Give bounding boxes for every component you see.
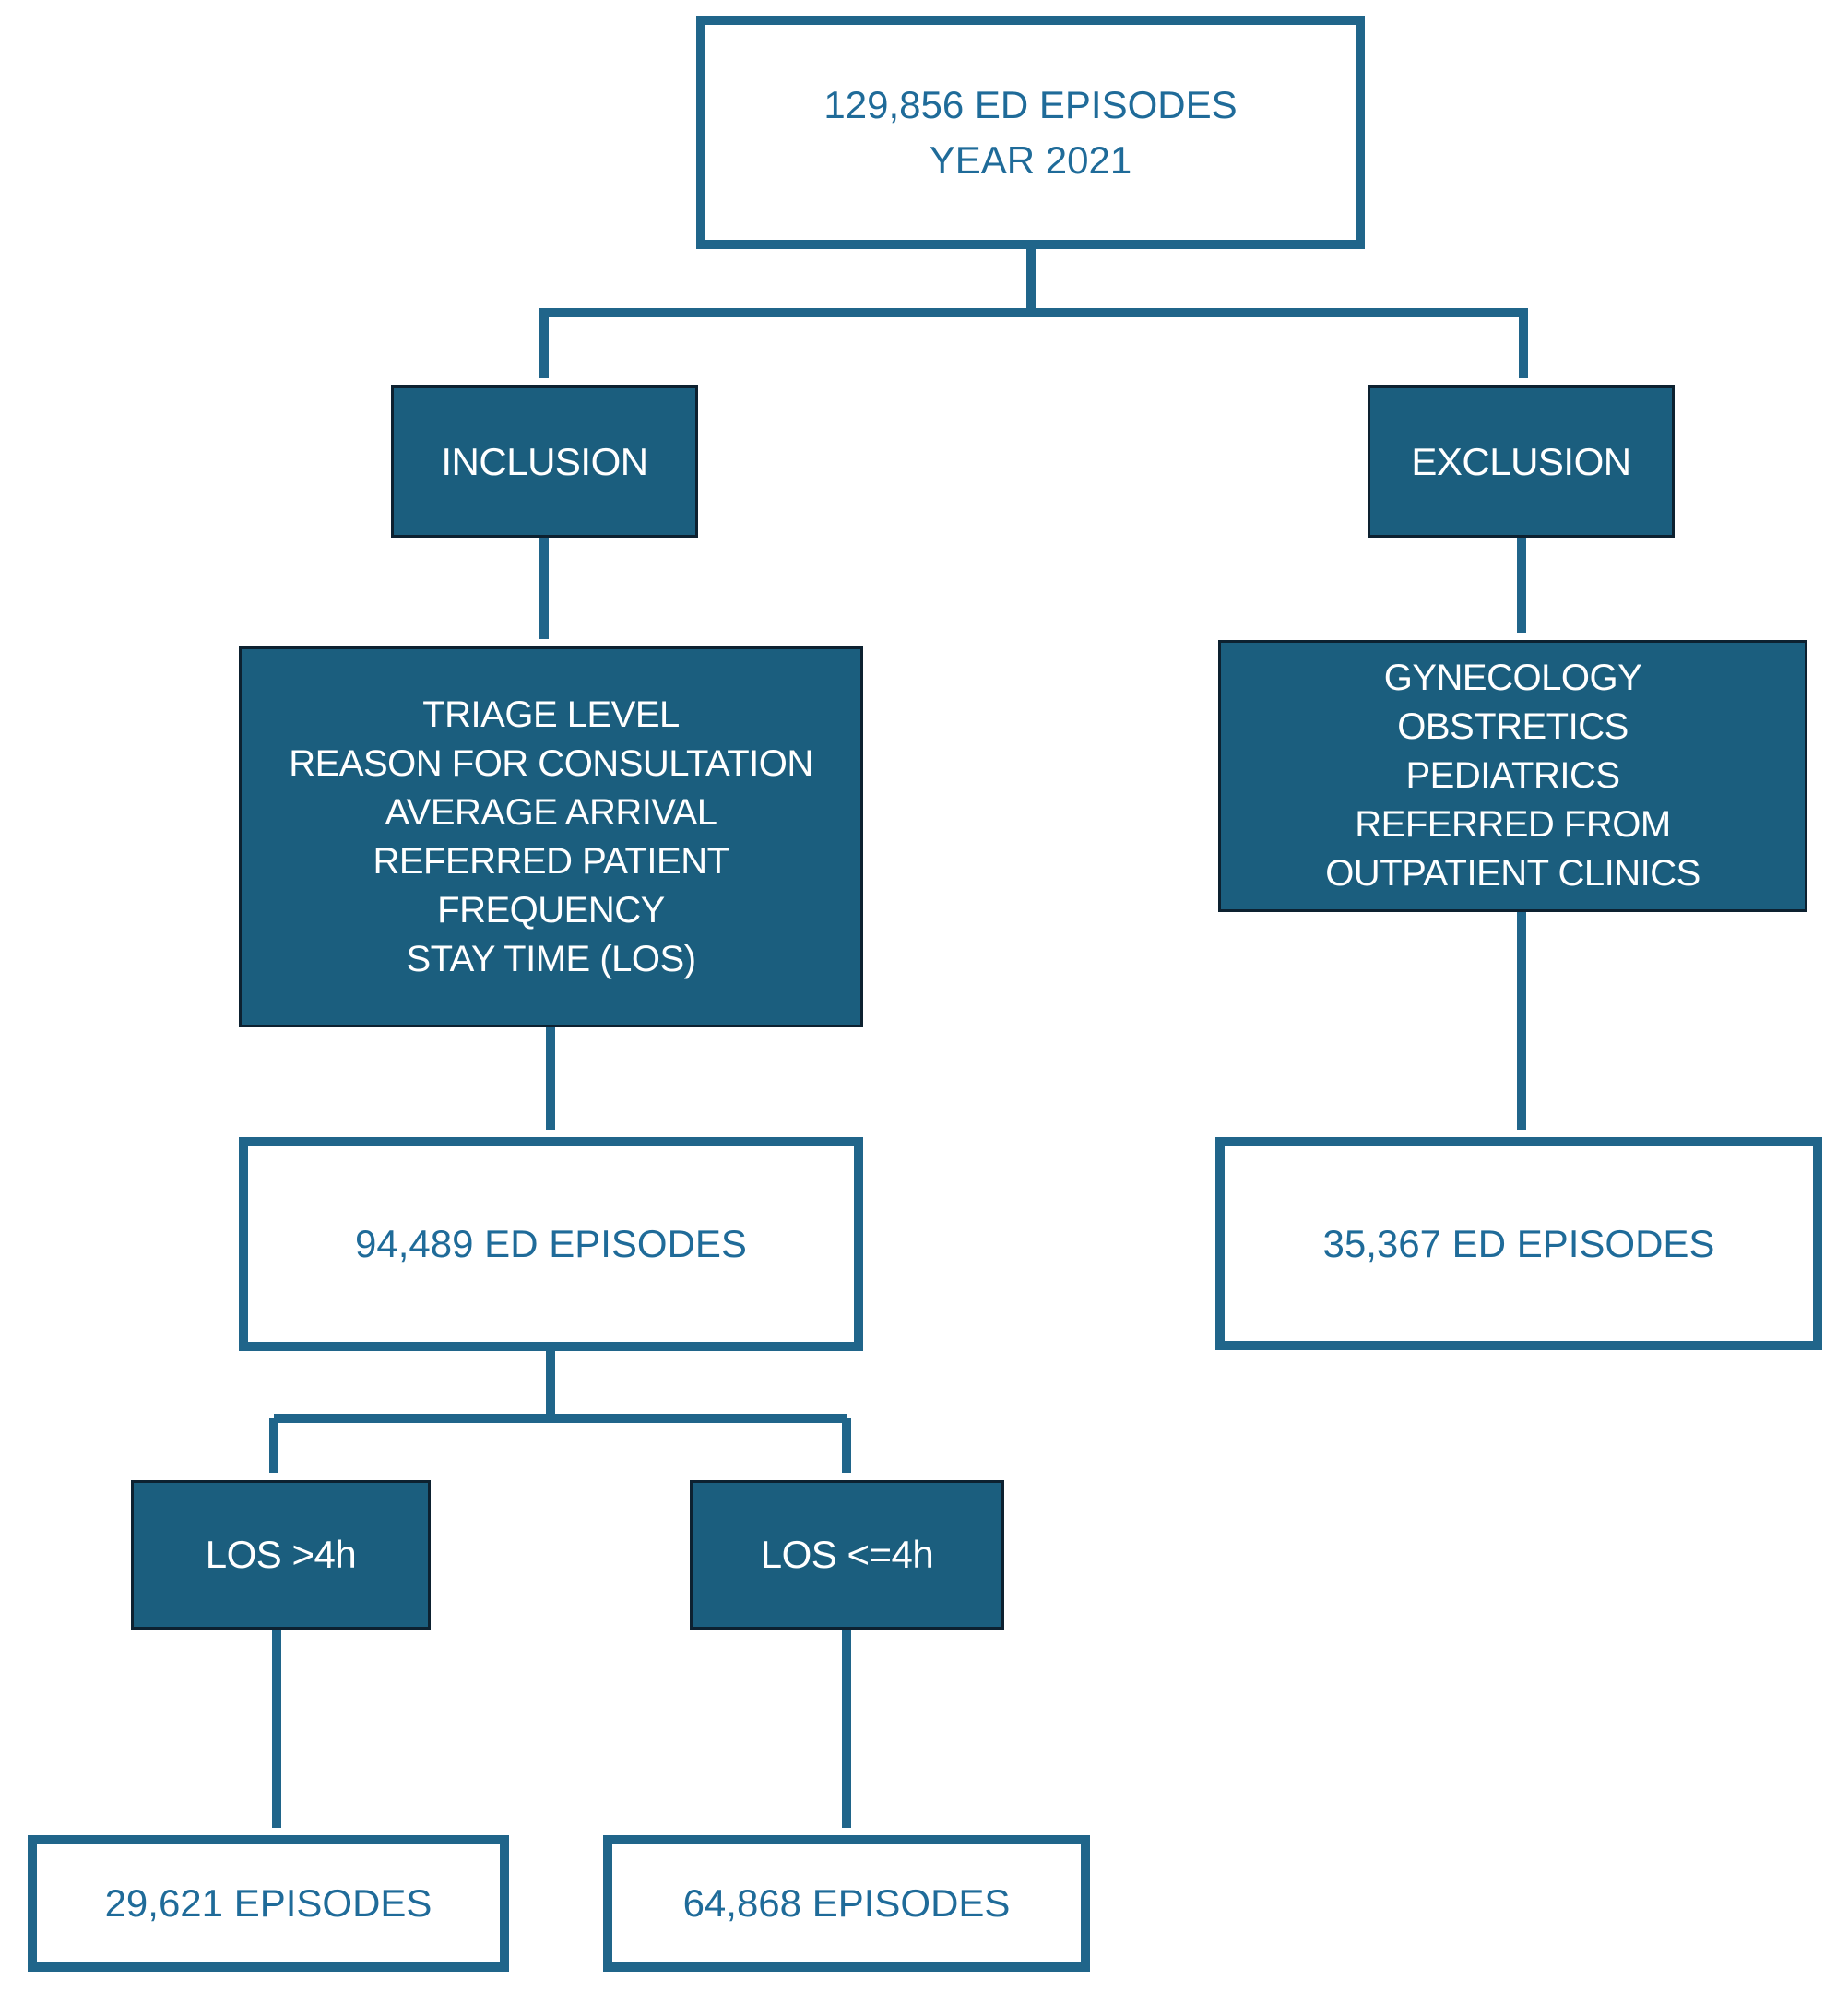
inclusion-criteria-line: AVERAGE ARRIVAL — [385, 791, 717, 833]
exclusion-box: EXCLUSION — [1368, 385, 1675, 538]
los-under-4h-label: LOS <=4h — [760, 1533, 934, 1576]
inclusion-criteria-line: REFERRED PATIENT — [373, 840, 729, 882]
inclusion-criteria-line: REASON FOR CONSULTATION — [289, 742, 813, 784]
inclusion-criteria-box: TRIAGE LEVEL REASON FOR CONSULTATION AVE… — [239, 646, 863, 1027]
excluded-episodes-count: 35,367 ED EPISODES — [1322, 1221, 1715, 1265]
included-episodes-count-box: 94,489 ED EPISODES — [239, 1137, 863, 1351]
total-episodes-line1: 129,856 ED EPISODES — [823, 82, 1238, 126]
exclusion-criteria-line: OUTPATIENT CLINICS — [1325, 853, 1700, 894]
excluded-episodes-count-box: 35,367 ED EPISODES — [1215, 1137, 1822, 1350]
inclusion-criteria-line: STAY TIME (LOS) — [406, 938, 696, 979]
inclusion-label: INCLUSION — [441, 439, 648, 483]
los-under-4h-box: LOS <=4h — [690, 1480, 1004, 1630]
exclusion-criteria-line: REFERRED FROM — [1355, 804, 1671, 845]
episodes-over-4h-count-box: 29,621 EPISODES — [28, 1835, 509, 1972]
los-over-4h-label: LOS >4h — [205, 1533, 357, 1576]
inclusion-criteria-line: TRIAGE LEVEL — [422, 694, 680, 735]
episodes-over-4h-count: 29,621 EPISODES — [104, 1881, 432, 1925]
episodes-under-4h-count-box: 64,868 EPISODES — [603, 1835, 1090, 1972]
exclusion-criteria-line: PEDIATRICS — [1405, 755, 1620, 796]
exclusion-label: EXCLUSION — [1411, 439, 1631, 483]
inclusion-criteria-line: FREQUENCY — [437, 889, 665, 931]
exclusion-criteria-line: OBSTRETICS — [1397, 706, 1629, 747]
total-episodes-line2: YEAR 2021 — [929, 137, 1132, 182]
inclusion-box: INCLUSION — [391, 385, 698, 538]
exclusion-criteria-line: GYNECOLOGY — [1383, 658, 1642, 698]
total-episodes-box: 129,856 ED EPISODES YEAR 2021 — [696, 16, 1365, 249]
included-episodes-count: 94,489 ED EPISODES — [355, 1222, 747, 1265]
los-over-4h-box: LOS >4h — [131, 1480, 431, 1630]
exclusion-criteria-box: GYNECOLOGY OBSTRETICS PEDIATRICS REFERRE… — [1218, 640, 1807, 912]
episodes-under-4h-count: 64,868 EPISODES — [682, 1881, 1011, 1925]
